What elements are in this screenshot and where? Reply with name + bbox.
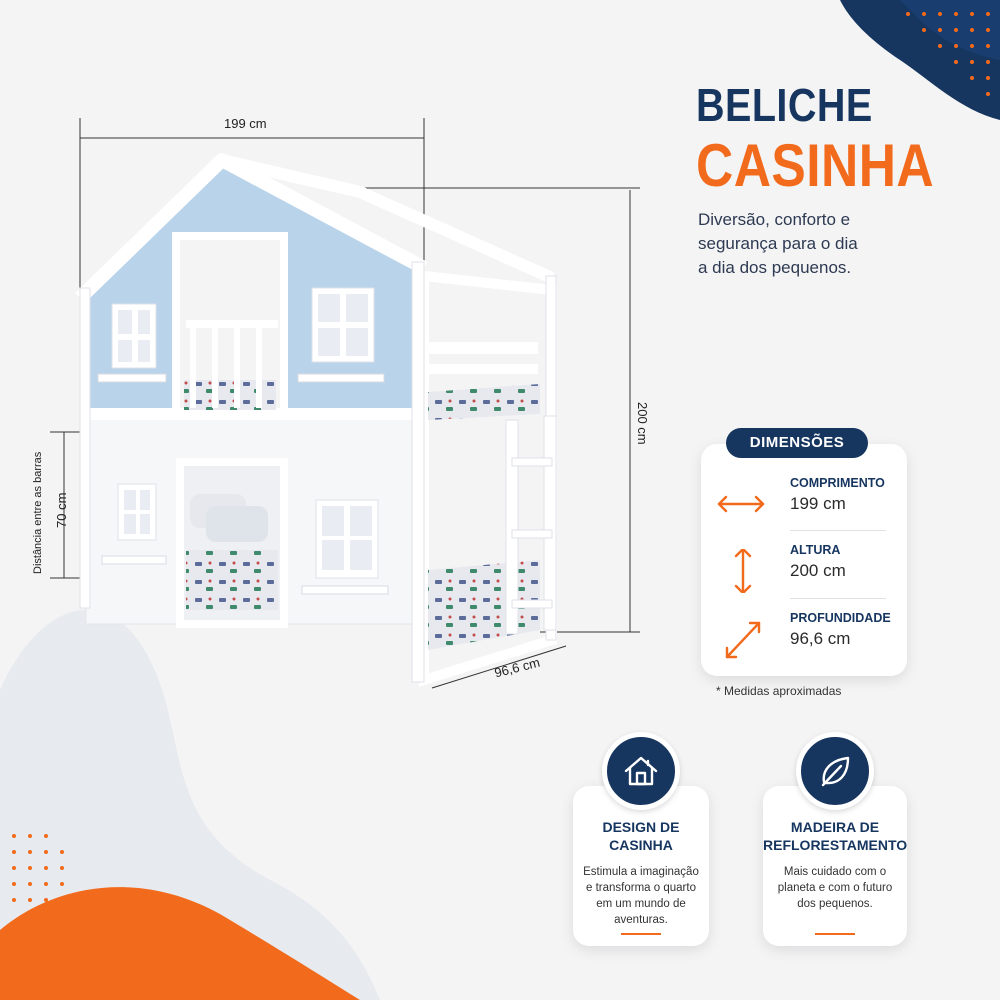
leaf-icon-badge <box>796 732 874 810</box>
dimensions-badge: DIMENSÕES <box>726 428 868 458</box>
bunk-bed-illustration <box>50 118 640 689</box>
product-title-line1: BELICHE <box>696 79 873 131</box>
feature-card-wood: MADEIRA DE REFLORESTAMENTO Mais cuidado … <box>763 786 907 946</box>
vertical-arrow-icon <box>734 549 752 593</box>
feature-title: MADEIRA DE REFLORESTAMENTO <box>763 819 908 853</box>
height-measurement: 200 cm <box>635 402 650 445</box>
approximate-measures-note: * Medidas aproximadas <box>716 684 842 698</box>
dimension-label: COMPRIMENTO <box>790 476 885 490</box>
dimension-label: PROFUNDIDADE <box>790 611 891 625</box>
product-title-line2: CASINHA <box>696 132 935 199</box>
dimension-value: 199 cm <box>790 494 846 513</box>
width-measurement: 199 cm <box>224 116 267 131</box>
dimension-height: ALTURA 200 cm <box>715 541 895 601</box>
dimensions-card <box>701 444 907 676</box>
dimension-label: ALTURA <box>790 543 841 557</box>
bars-caption: Distância entre as barras <box>32 451 44 574</box>
horizontal-arrow-icon <box>717 495 765 513</box>
divider <box>790 598 886 599</box>
feature-title: DESIGN DE CASINHA <box>602 819 680 853</box>
house-icon <box>624 756 658 786</box>
dimension-value: 96,6 cm <box>790 629 851 648</box>
accent-line <box>621 933 661 935</box>
feature-card-design: DESIGN DE CASINHA Estimula a imaginação … <box>573 786 709 946</box>
dimension-value: 200 cm <box>790 561 846 580</box>
accent-line <box>815 933 855 935</box>
leaf-icon <box>821 756 850 787</box>
dimension-length: COMPRIMENTO 199 cm <box>715 474 895 534</box>
diagonal-arrow-icon <box>725 621 761 659</box>
bars-measurement: 70 cm <box>54 492 69 528</box>
house-icon-badge <box>602 732 680 810</box>
dimension-depth: PROFUNDIDADE 96,6 cm <box>715 609 895 669</box>
feature-description: Mais cuidado com o planeta e com o futur… <box>777 866 893 910</box>
feature-description: Estimula a imaginação e transforma o qua… <box>583 866 699 926</box>
divider <box>790 530 886 531</box>
product-subtitle: Diversão, conforto e segurança para o di… <box>698 210 858 277</box>
